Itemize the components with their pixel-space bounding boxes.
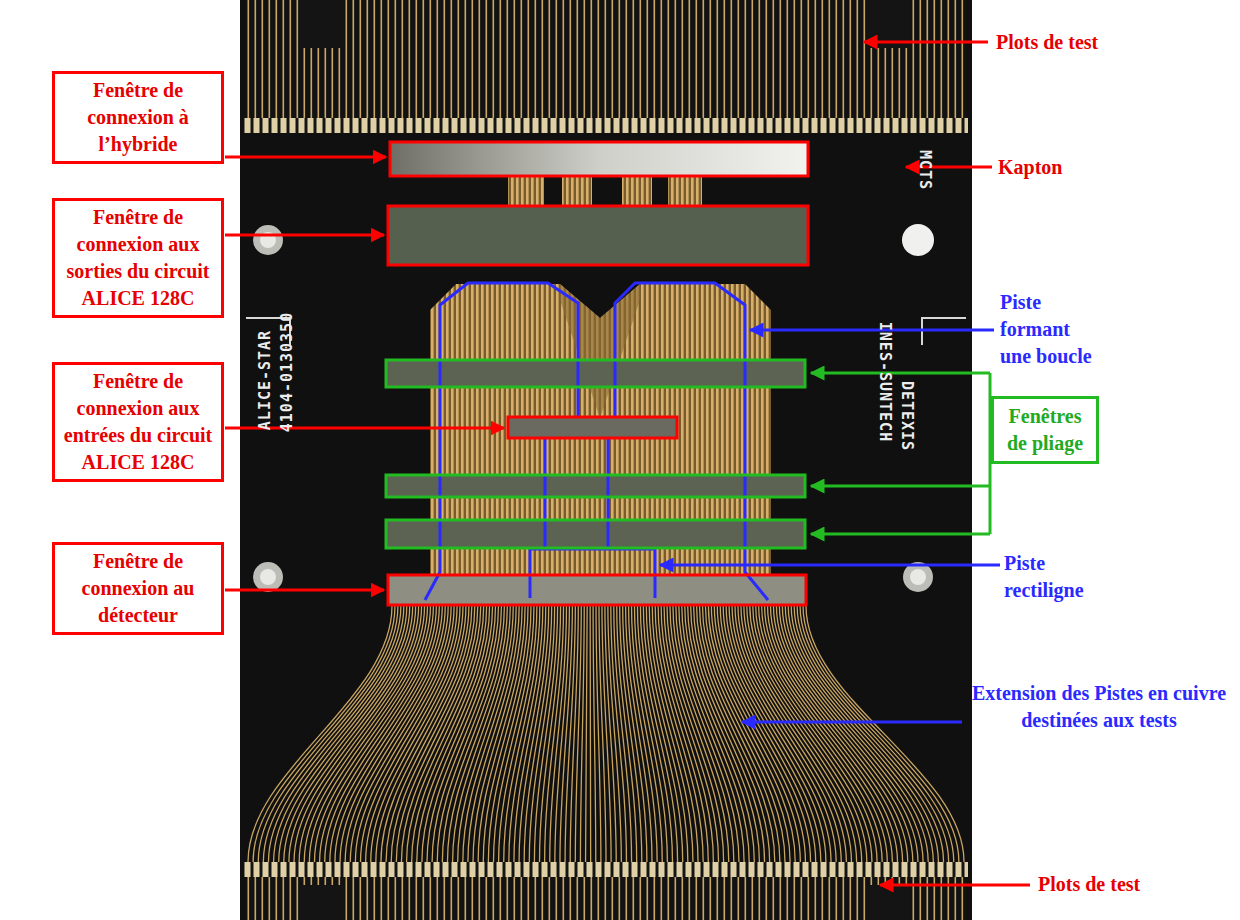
- fan-track: [386, 606, 472, 862]
- fan-track: [756, 606, 877, 862]
- callout-text: Fenêtre de connexion aux sorties du circ…: [59, 204, 217, 312]
- fan-track: [779, 606, 918, 862]
- board-marking: DETEXIS: [898, 381, 915, 451]
- fan-track: [797, 606, 949, 862]
- fan-track: [540, 606, 561, 862]
- fan-track: [602, 606, 611, 862]
- fan-track: [738, 606, 846, 862]
- fan-track: [788, 606, 933, 862]
- board-marking: MCTS: [916, 150, 933, 190]
- fan-track: [794, 606, 943, 862]
- callout-box: Fenêtre de connexion au détecteur: [52, 542, 224, 635]
- fan-track: [708, 606, 795, 862]
- fan-track: [361, 606, 458, 862]
- fan-track: [524, 606, 552, 862]
- callout-text: Fenêtre de connexion aux entrées du circ…: [59, 368, 217, 476]
- callout-text: Fenêtre de connexion au détecteur: [59, 548, 217, 629]
- callout-text: Fenêtre de connexion à l’hybride: [59, 77, 217, 158]
- fan-track: [806, 606, 964, 862]
- fan-track: [593, 606, 596, 862]
- copper-tracks: [430, 284, 771, 605]
- window-outline: [388, 142, 808, 605]
- callout-text: Fenêtres de pliage: [1000, 403, 1090, 457]
- fan-track: [442, 606, 504, 862]
- corner-block: [866, 885, 910, 920]
- fold-outline: [386, 360, 805, 548]
- callout-box: Fenêtre de connexion aux sorties du circ…: [52, 198, 224, 318]
- fan-track: [493, 606, 533, 862]
- fan-track: [589, 606, 591, 862]
- leader-line: [225, 42, 1030, 885]
- fan-track: [688, 606, 760, 862]
- fan-track: [263, 606, 401, 862]
- callout-box: Fenêtres de pliage: [991, 396, 1099, 464]
- fan-track: [661, 606, 713, 862]
- fan-track: [580, 606, 584, 862]
- test-pads: [244, 118, 968, 133]
- part-label: Plots de test: [1038, 871, 1140, 898]
- fan-track: [274, 606, 407, 862]
- part-label: Piste rectiligne: [1004, 550, 1096, 604]
- part-label: Extension des Pistes en cuivre destinées…: [968, 680, 1230, 734]
- fan-track: [586, 606, 588, 862]
- fan-track: [803, 606, 959, 862]
- fan-track: [596, 606, 601, 862]
- part-label: Plots de test: [996, 29, 1098, 56]
- highlighted-track: [425, 283, 768, 600]
- callout-box: Fenêtre de connexion à l’hybride: [52, 71, 224, 164]
- test-traces: [246, 0, 966, 118]
- copper-tracks: [560, 284, 640, 418]
- fan-track: [279, 606, 410, 862]
- fan-track: [355, 606, 454, 862]
- fan-track: [417, 606, 490, 862]
- part-label: Kapton: [998, 154, 1062, 181]
- corner-block: [300, 885, 344, 920]
- test-pads: [244, 862, 968, 877]
- fan-track: [437, 606, 501, 862]
- fan-track: [488, 606, 531, 862]
- fan-track: [753, 606, 872, 862]
- corner-block: [300, 0, 344, 48]
- fan-track: [555, 606, 570, 862]
- window: [386, 142, 808, 605]
- part-label: Piste formant une boucle: [1000, 289, 1100, 370]
- board-marking: INES-SUNTECH: [876, 322, 893, 442]
- fan-track: [785, 606, 928, 862]
- fan-track: [800, 606, 954, 862]
- fan-track: [782, 606, 923, 862]
- board-marking: 4104-0130350: [279, 312, 296, 432]
- fan-track: [519, 606, 549, 862]
- fan-track: [570, 606, 578, 862]
- trace-bundle: [508, 176, 702, 208]
- kapton-ground: [240, 0, 972, 920]
- fan-track: [791, 606, 938, 862]
- board-marking: ALICE-STAR: [257, 330, 274, 430]
- leader-line: [660, 330, 1000, 722]
- test-traces: [246, 877, 966, 920]
- fan-tracks: [248, 606, 964, 862]
- fan-track: [735, 606, 841, 862]
- fan-track: [614, 606, 632, 862]
- callout-box: Fenêtre de connexion aux entrées du circ…: [52, 362, 224, 482]
- fan-track: [550, 606, 567, 862]
- fan-track: [407, 606, 484, 862]
- leader-line: [811, 373, 990, 534]
- fan-track: [776, 606, 912, 862]
